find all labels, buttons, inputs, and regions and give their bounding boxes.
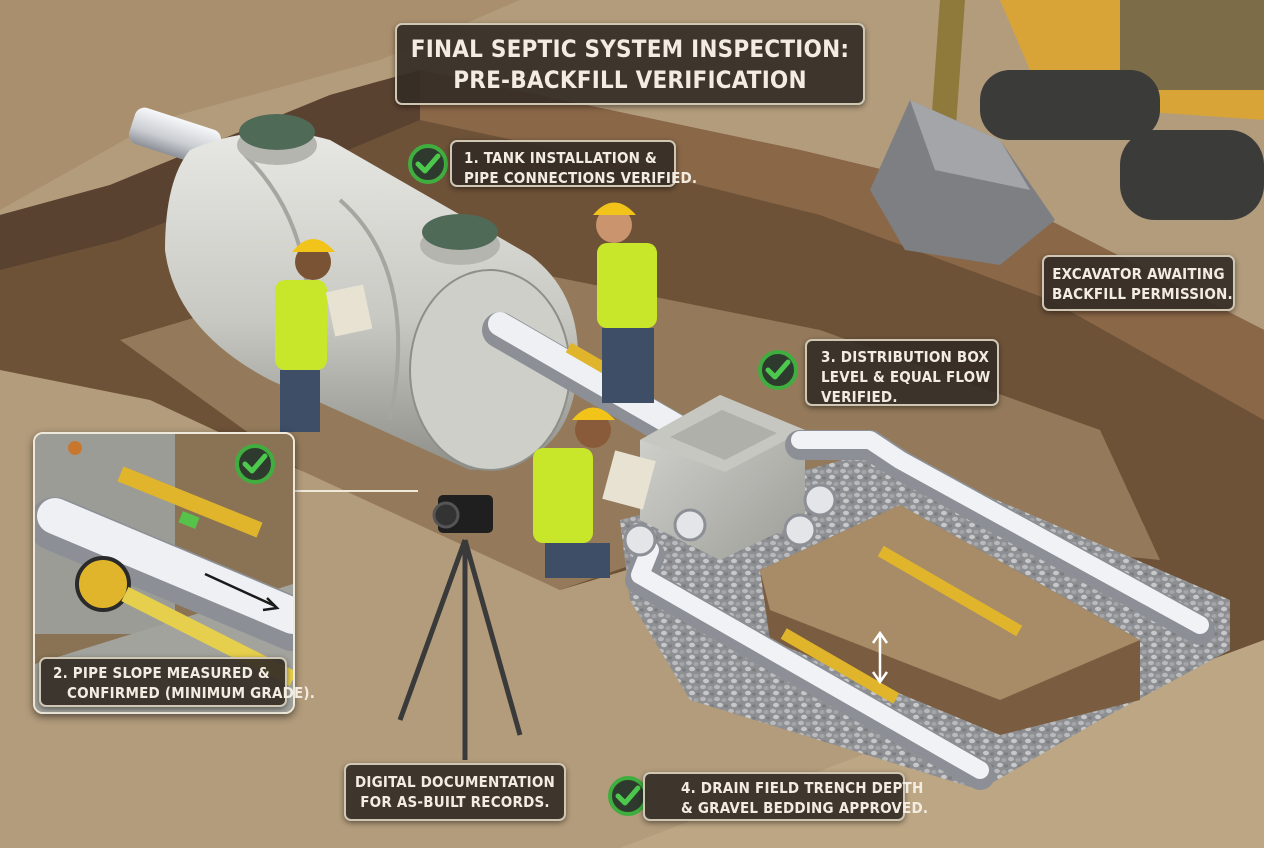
title-line-2: PRE-BACKFILL VERIFICATION xyxy=(453,66,807,94)
callout-pipe-slope: 2. PIPE SLOPE MEASURED & CONFIRMED (MINI… xyxy=(39,657,316,707)
callout-digital-documentation: DIGITAL DOCUMENTATION FOR AS-BUILT RECOR… xyxy=(344,763,566,821)
check-circle-icon xyxy=(408,144,448,184)
callout-tank-line-1: 1. TANK INSTALLATION & xyxy=(464,149,657,167)
callout-dbox-line-3: VERIFIED. xyxy=(821,388,898,406)
callout-slope-line-1: 2. PIPE SLOPE MEASURED & xyxy=(53,664,270,682)
callout-distribution-box: 3. DISTRIBUTION BOX LEVEL & EQUAL FLOW V… xyxy=(805,339,999,406)
page-title: FINAL SEPTIC SYSTEM INSPECTION: PRE-BACK… xyxy=(395,23,865,105)
callout-doc-line-2: FOR AS-BUILT RECORDS. xyxy=(360,793,550,811)
callout-excavator: EXCAVATOR AWAITING BACKFILL PERMISSION. xyxy=(1042,255,1235,311)
callout-excavator-line-1: EXCAVATOR AWAITING xyxy=(1052,265,1225,283)
callout-drainfield-line-2: & GRAVEL BEDDING APPROVED. xyxy=(681,799,929,817)
callout-doc-line-1: DIGITAL DOCUMENTATION xyxy=(354,773,556,791)
callout-drain-field: 4. DRAIN FIELD TRENCH DEPTH & GRAVEL BED… xyxy=(643,772,929,821)
callout-tank-line-2: PIPE CONNECTIONS VERIFIED. xyxy=(464,169,698,187)
callout-drainfield-line-1: 4. DRAIN FIELD TRENCH DEPTH xyxy=(681,779,924,797)
title-line-1: FINAL SEPTIC SYSTEM INSPECTION: xyxy=(410,35,850,63)
check-circle-icon xyxy=(608,776,648,816)
callout-dbox-line-2: LEVEL & EQUAL FLOW xyxy=(821,368,991,386)
callout-dbox-line-1: 3. DISTRIBUTION BOX xyxy=(821,348,990,366)
check-circle-icon xyxy=(758,350,798,390)
check-circle-icon xyxy=(235,444,275,484)
callout-excavator-line-2: BACKFILL PERMISSION. xyxy=(1052,285,1233,303)
inset-connector-line xyxy=(291,490,418,492)
callout-tank-installation: 1. TANK INSTALLATION & PIPE CONNECTIONS … xyxy=(450,140,698,187)
callout-slope-line-2: CONFIRMED (MINIMUM GRADE). xyxy=(67,684,316,702)
